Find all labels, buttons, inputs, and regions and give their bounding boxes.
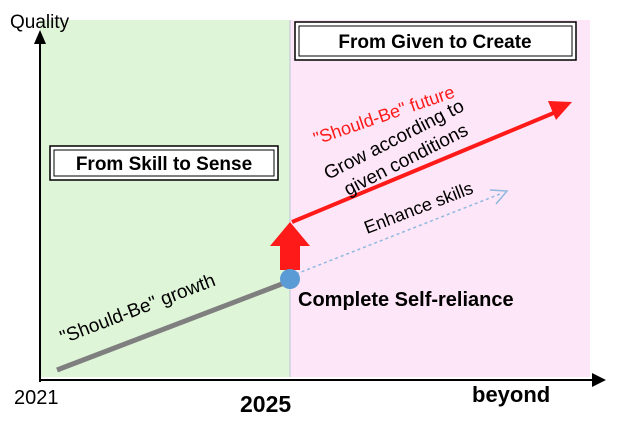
milestone-label: Complete Self-reliance (298, 289, 514, 311)
x-axis-start-label: 2021 (14, 387, 59, 409)
future-arrow (291, 110, 557, 224)
growth-line (56, 279, 288, 373)
future-arrowhead (548, 101, 572, 120)
milestone-dot (280, 269, 300, 289)
x-axis-mid-label: 2025 (240, 391, 291, 417)
left-region-title: From Skill to Sense (49, 145, 279, 181)
right-region-title: From Given to Create (294, 21, 577, 61)
x-axis-end-label: beyond (472, 382, 550, 407)
enhance-arrowhead (489, 189, 509, 205)
y-axis-arrowhead (34, 30, 46, 44)
region-right-background (290, 20, 590, 377)
y-axis-label: Quality (10, 12, 70, 33)
jump-arrow (270, 222, 310, 270)
left-region-title-text: From Skill to Sense (76, 154, 252, 175)
enhance-arrow (295, 193, 501, 275)
right-region-title-text: From Given to Create (338, 32, 531, 53)
region-left-background (40, 20, 290, 377)
x-axis-arrowhead (592, 373, 606, 387)
